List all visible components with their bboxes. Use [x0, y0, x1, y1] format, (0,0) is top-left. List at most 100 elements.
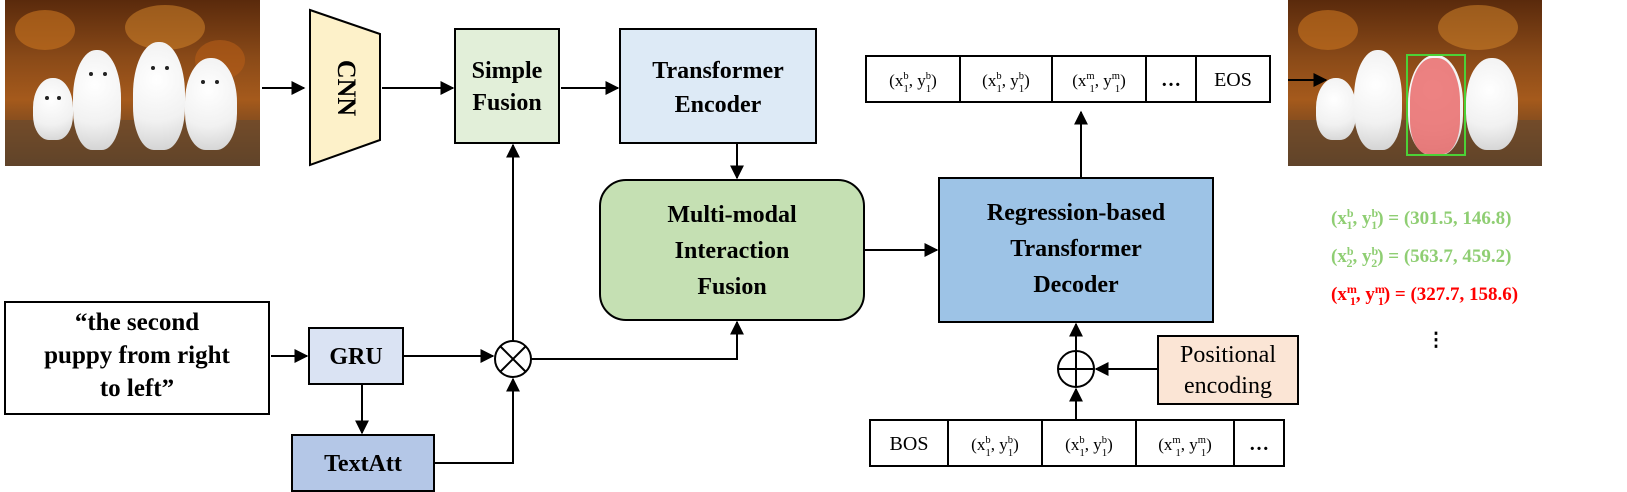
token-label: BOS: [890, 433, 929, 455]
bounding-box: [1406, 54, 1466, 156]
token-x: x: [988, 71, 997, 90]
simple-fusion-block: Simple Fusion: [454, 28, 560, 144]
query-line1: “the second: [75, 309, 199, 336]
token-x: x: [895, 71, 904, 90]
output-image: [1288, 0, 1542, 166]
coord-sub: 2: [1371, 256, 1377, 270]
arrow-multiply-to-mmif: [531, 320, 744, 360]
token-cell-box: [1145, 55, 1197, 103]
token-sup: m: [1172, 435, 1181, 446]
token-sup: b: [1079, 435, 1084, 446]
coord-sup: b: [1372, 206, 1379, 220]
coordinate-more-indicator: ⋮: [1427, 330, 1446, 351]
connections: [262, 73, 1328, 464]
coord-sub: 1: [1371, 218, 1377, 232]
token-x: x: [1071, 435, 1080, 454]
textatt-label: TextAtt: [324, 451, 402, 477]
token-y: y: [917, 71, 926, 90]
arrow-textatt-to-multiply: [434, 377, 520, 464]
token-cell: EOS: [1195, 55, 1271, 103]
query-text-box: “the second puppy from right to left”: [4, 301, 270, 415]
coord-sup: b: [1347, 206, 1354, 220]
token-sub: 1: [1201, 448, 1206, 459]
coord-sup: m: [1347, 282, 1357, 296]
query-line2: puppy from right: [44, 342, 230, 369]
coord-sub: 1: [1347, 218, 1353, 232]
token-cell: …: [1233, 419, 1285, 467]
coord-sup: b: [1372, 244, 1379, 258]
token-sup: b: [1102, 435, 1107, 446]
token-cell-box: [1135, 419, 1235, 467]
token-sup: m: [1112, 71, 1121, 82]
token-sup: m: [1198, 435, 1207, 446]
positional-encoding-line1: Positional: [1180, 342, 1276, 368]
token-y: y: [1103, 71, 1112, 90]
token-label: …: [1249, 433, 1269, 455]
token-x: x: [1078, 71, 1087, 90]
token-sub: 1: [926, 84, 931, 95]
token-sup: m: [1086, 71, 1095, 82]
token-sub: 1: [1089, 84, 1094, 95]
input-image: [5, 0, 260, 166]
mmif-label-line3: Fusion: [697, 274, 766, 300]
add-operator-icon: [1057, 350, 1095, 388]
gru-block: GRU: [308, 327, 404, 385]
decoder-label-line3: Decoder: [1033, 272, 1119, 298]
coord-value: (563.7, 459.2): [1404, 246, 1512, 267]
coord-sup: m: [1375, 282, 1385, 296]
token-sub: 1: [1079, 448, 1084, 459]
encoder-label-line2: Encoder: [675, 92, 762, 118]
cnn-block: CNN: [309, 8, 381, 167]
mmif-label-line2: Interaction: [675, 238, 790, 264]
coord-value: (301.5, 146.8): [1404, 208, 1512, 229]
token-sup: b: [1019, 71, 1024, 82]
token-sup: b: [903, 71, 908, 82]
token-sup: b: [996, 71, 1001, 82]
token-label: …: [1161, 69, 1181, 91]
token-sub: 1: [985, 448, 990, 459]
token-label: EOS: [1214, 69, 1252, 91]
textatt-block: TextAtt: [291, 434, 435, 492]
token-sup: b: [926, 71, 931, 82]
multiply-operator-icon: [494, 340, 532, 378]
gru-label: GRU: [329, 344, 382, 370]
token-x: x: [977, 435, 986, 454]
decoder-label-line1: Regression-based: [987, 200, 1166, 226]
token-cell: BOS: [869, 419, 949, 467]
token-y: y: [1189, 435, 1198, 454]
coord-sub: 1: [1378, 294, 1384, 308]
token-x: x: [1164, 435, 1173, 454]
token-sub: 1: [1115, 84, 1120, 95]
token-sub: 1: [1175, 448, 1180, 459]
coord-sup: b: [1347, 244, 1354, 258]
simple-fusion-label-line2: Fusion: [472, 90, 541, 116]
query-line3: to left”: [100, 375, 174, 402]
transformer-encoder-block: Transformer Encoder: [619, 28, 817, 144]
token-cell-box: [959, 55, 1053, 103]
token-sub: 1: [996, 84, 1001, 95]
mmif-label-line1: Multi-modal: [667, 202, 797, 228]
token-sub: 1: [903, 84, 908, 95]
token-cell: …: [1145, 55, 1197, 103]
token-sup: b: [1008, 435, 1013, 446]
token-sub: 1: [1102, 448, 1107, 459]
token-cell-box: [1233, 419, 1285, 467]
token-cell-box: [1195, 55, 1271, 103]
